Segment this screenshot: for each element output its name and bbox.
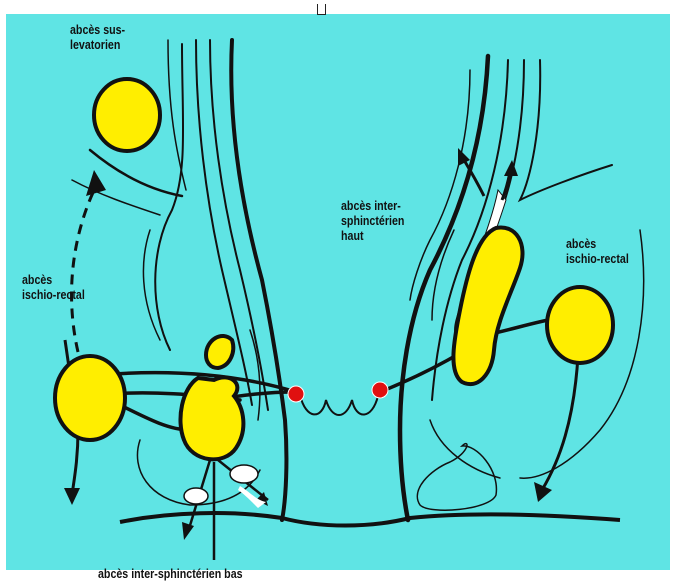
label-abces-sus-levatorien: abcès sus- levatorien	[70, 22, 125, 52]
label-abces-ischio-rectal-left: abcès ischio-rectal	[22, 272, 85, 302]
abscess-inter-sphincterien-bas-upper	[206, 336, 233, 368]
label-abces-inter-sphincterien-haut: abcès inter- sphinctérien haut	[341, 198, 404, 243]
white-small-2	[184, 488, 208, 504]
label-abces-ischio-rectal-right: abcès ischio-rectal	[566, 236, 629, 266]
abscess-inter-sphincterien-bas	[180, 377, 243, 459]
white-small-1	[230, 465, 258, 483]
crypt-point-right	[372, 382, 388, 398]
label-abces-inter-sphincterien-bas: abcès inter-sphinctérien bas	[98, 566, 243, 581]
abscess-ischio-rectal-right	[547, 287, 613, 363]
abscess-ischio-rectal-left	[55, 356, 125, 440]
crypt-point-left	[288, 386, 304, 402]
square-glyph-icon	[317, 4, 326, 15]
abscess-sus-levatorien	[94, 79, 160, 151]
